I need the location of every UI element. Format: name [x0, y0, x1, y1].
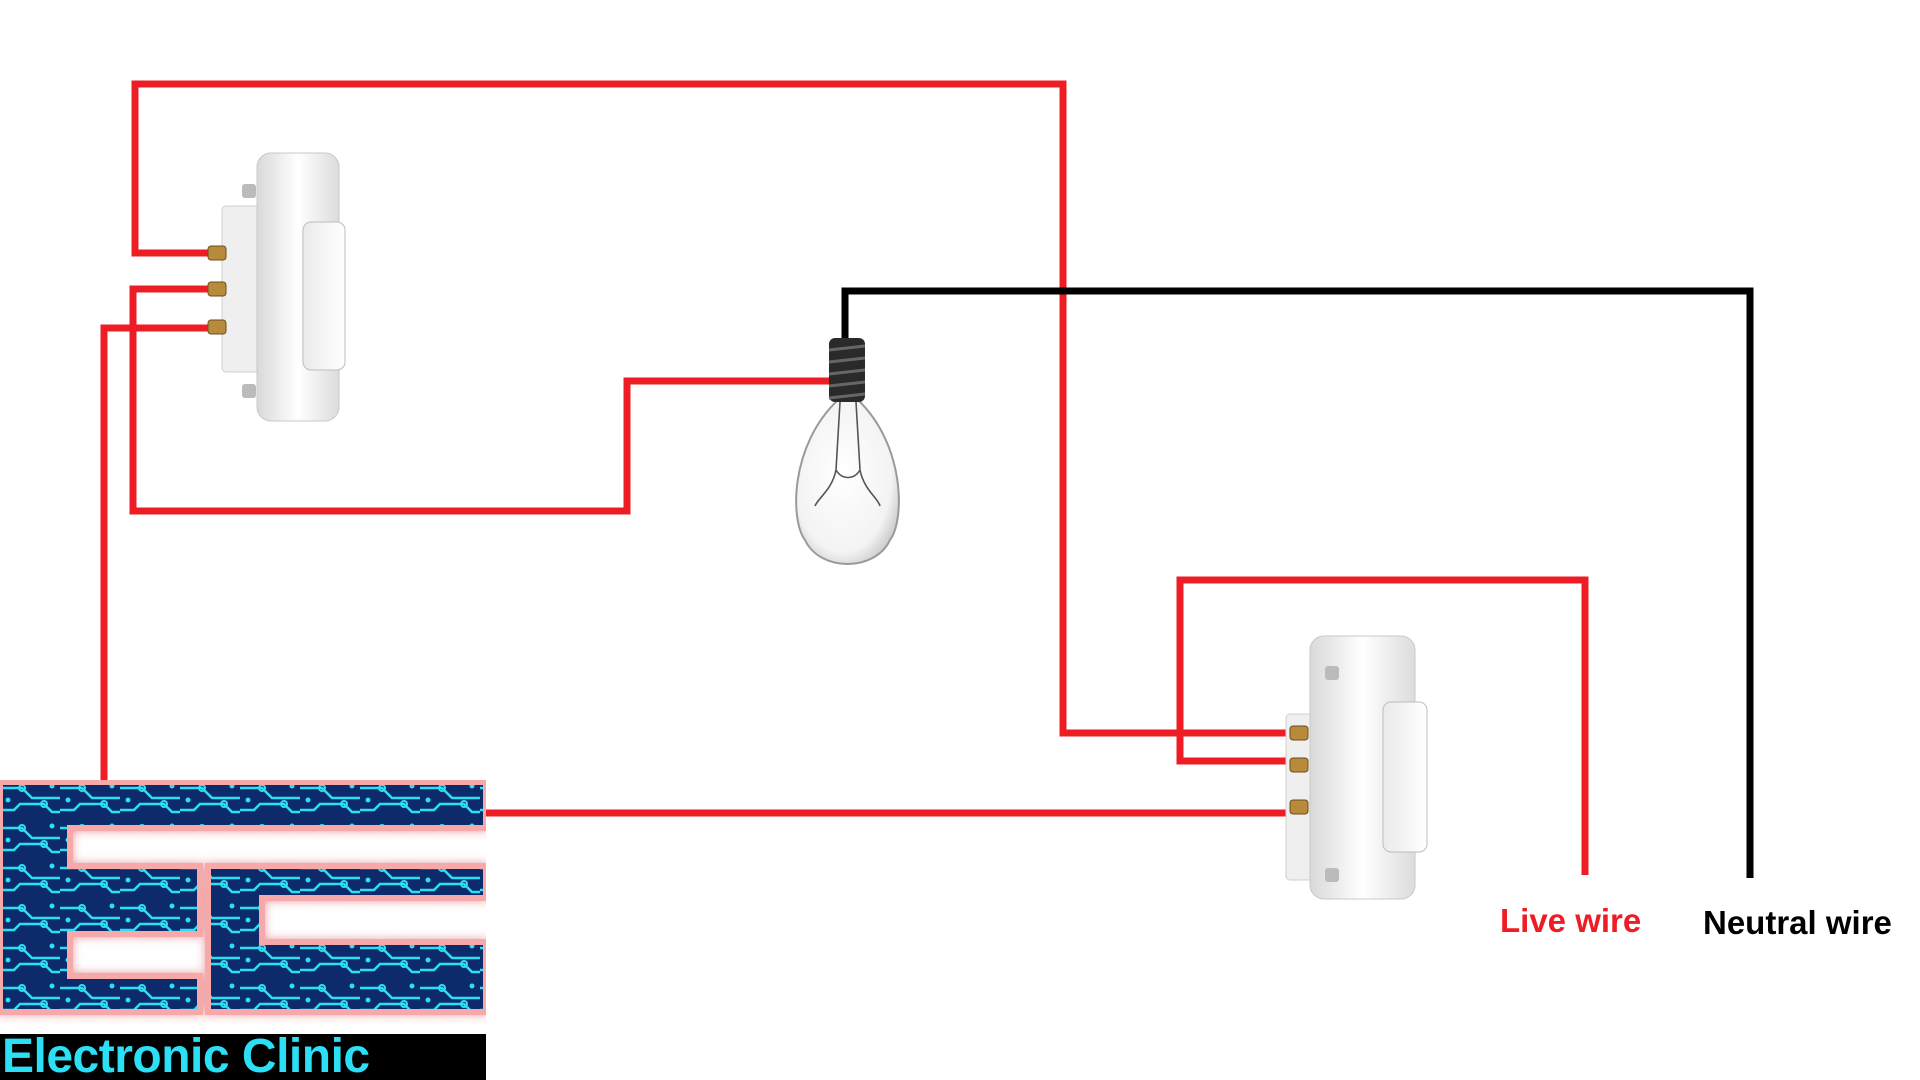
neutral-wire-label: Neutral wire: [1703, 904, 1892, 941]
bulb-filament: [814, 401, 881, 507]
wire-live-drop: [1176, 576, 1589, 875]
switch-1-terminal-1: [207, 245, 227, 261]
switch-1-rocker: [302, 221, 346, 371]
live-wire-label: Live wire: [1500, 902, 1642, 939]
switch-1-terminal-3: [207, 319, 227, 335]
light-bulb-icon: [795, 338, 900, 565]
switch-2-terminal-2: [1289, 757, 1309, 773]
switch-1-terminal-2: [207, 281, 227, 297]
switch-2-terminal-1: [1289, 725, 1309, 741]
switch-1-pin-top: [242, 184, 256, 198]
logo-letter-e: [0, 780, 486, 1015]
wire-top-loop: [131, 80, 1298, 737]
switch-2: [1285, 635, 1428, 900]
circuit-board-logo: [0, 780, 486, 1080]
switch-2-pin-bottom: [1325, 868, 1339, 882]
logo-letter-c: [205, 863, 486, 1015]
logo-wordmark: Electronic Clinic: [2, 1034, 370, 1080]
switch-1-pin-bottom: [242, 384, 256, 398]
logo-graphic: [0, 780, 486, 1080]
switch-2-rocker: [1382, 701, 1428, 853]
switch-2-terminal-3: [1289, 799, 1309, 815]
switch-1: [207, 152, 346, 422]
switch-2-pin-top: [1325, 666, 1339, 680]
neutral-wire-line: [841, 287, 1754, 878]
bulb-socket-threads: [828, 344, 866, 400]
logo-text: Electronic Clinic: [0, 1034, 486, 1080]
wire-to-bulb: [129, 285, 845, 515]
bulb-glass: [795, 399, 900, 565]
